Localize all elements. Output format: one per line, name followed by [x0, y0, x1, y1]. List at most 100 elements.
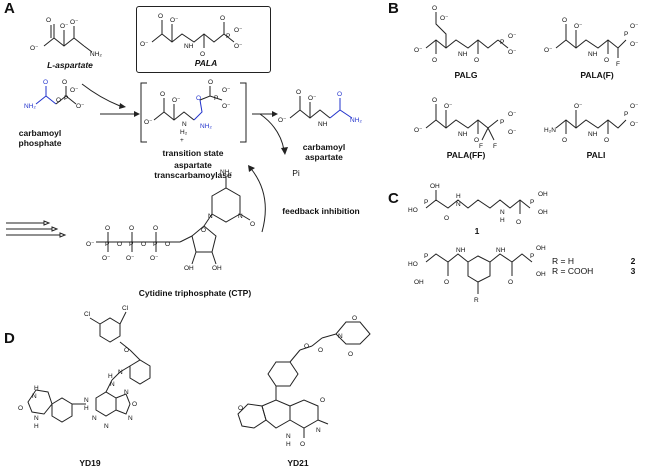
- label-pala-f: PALA(F): [580, 70, 614, 80]
- atom-o: O: [158, 13, 163, 20]
- atom-n: N: [238, 213, 243, 220]
- atom-o: O: [320, 397, 325, 404]
- atom-o: O: [250, 221, 255, 228]
- panel-letter-c: C: [388, 190, 399, 207]
- atom-n: N: [316, 427, 321, 434]
- atom-nh: NH: [458, 51, 468, 58]
- atom-o-minus: O⁻: [60, 23, 69, 30]
- atom-o-minus: O⁻: [544, 47, 553, 54]
- atom-h2: H₂: [180, 129, 188, 136]
- atom-o: O: [444, 279, 449, 286]
- panel-letter-b: B: [388, 0, 399, 17]
- atom-p: P: [500, 119, 504, 126]
- atom-p: P: [624, 111, 628, 118]
- atom-p: P: [424, 199, 428, 206]
- atom-o: O: [129, 225, 134, 232]
- atom-o: O: [220, 15, 225, 22]
- atom-o: O: [160, 91, 165, 98]
- atom-o: O: [337, 91, 342, 98]
- atom-o: O: [105, 225, 110, 232]
- atom-p: P: [129, 241, 133, 248]
- atom-p: P: [624, 31, 628, 38]
- atom-n: N: [110, 381, 115, 388]
- atom-o: O: [238, 405, 243, 412]
- atom-p: P: [105, 241, 109, 248]
- atom-r: R: [474, 297, 479, 304]
- atom-o: O: [304, 343, 309, 350]
- atom-o-minus: O⁻: [102, 255, 111, 262]
- carbamoyl-aspartate-structure: [289, 96, 353, 119]
- label-pi: Pi: [292, 168, 300, 178]
- atom-oh: OH: [430, 183, 440, 190]
- atom-o: O: [474, 57, 479, 64]
- label-compound-1: 1: [474, 226, 480, 236]
- label-product-2: aspartate: [305, 152, 343, 162]
- atom-h: H: [84, 405, 89, 412]
- label-pali: PALI: [586, 150, 606, 160]
- atom-oh: OH: [414, 279, 424, 286]
- atom-oh: OH: [536, 271, 546, 278]
- atom-h: H: [34, 385, 39, 392]
- arrow-pi-release: [259, 113, 285, 151]
- atom-n: N: [182, 121, 187, 128]
- atom-nh2: NH₂: [350, 117, 362, 124]
- atom-p: P: [153, 241, 157, 248]
- atom-o: O: [56, 97, 61, 104]
- label-feedback-inhibition: feedback inhibition: [282, 206, 360, 216]
- panel-letter-a: A: [4, 0, 15, 17]
- atom-o-minus: O⁻: [414, 47, 423, 54]
- atom-n: N: [338, 333, 343, 340]
- atom-o: O: [46, 17, 51, 24]
- atom-oh: OH: [538, 191, 548, 198]
- atom-o: O: [43, 79, 48, 86]
- atom-nh: NH: [588, 51, 598, 58]
- atom-o-minus: O⁻: [630, 23, 639, 30]
- atom-o-minus: O⁻: [414, 127, 423, 134]
- label-yd19: YD19: [79, 458, 101, 468]
- atom-n: N: [84, 397, 89, 404]
- label-l-aspartate: L-aspartate: [47, 60, 93, 70]
- atom-cl: Cl: [84, 311, 91, 318]
- atom-h: H: [500, 217, 505, 224]
- atom-nh: NH: [496, 247, 506, 254]
- atom-ho: HO: [408, 261, 418, 268]
- atom-o-minus: O⁻: [234, 43, 243, 50]
- feedback-inhibition-arrow: [251, 169, 266, 233]
- label-product-1: carbamoyl: [302, 142, 346, 152]
- atom-o: O: [18, 405, 23, 412]
- atom-oh: OH: [536, 245, 546, 252]
- panel-letter-d: D: [4, 330, 15, 347]
- atom-o: O: [117, 241, 122, 248]
- atom-o: O: [562, 17, 567, 24]
- atom-o: O: [141, 241, 146, 248]
- atom-nh2: NH₂: [90, 51, 102, 58]
- atom-o-minus: O⁻: [126, 255, 135, 262]
- atom-o: O: [300, 441, 305, 448]
- atom-o: O: [444, 215, 449, 222]
- label-enzyme-2: transcarbamoylase: [154, 170, 232, 180]
- atom-f: F: [616, 61, 620, 68]
- atom-h: H: [456, 193, 461, 200]
- label-r-h: R = H: [552, 256, 574, 266]
- atom-o-minus: O⁻: [630, 103, 639, 110]
- atom-p: P: [424, 253, 428, 260]
- yd21-structure: [237, 321, 371, 438]
- atom-h: H: [34, 423, 39, 430]
- compound-1-structure: [425, 190, 531, 214]
- pala-f-structure: [555, 24, 627, 58]
- atom-o-minus: O⁻: [150, 255, 159, 262]
- transition-state-structure: [153, 86, 223, 121]
- atom-p: P: [214, 95, 218, 102]
- atom-o: O: [296, 89, 301, 96]
- atom-oh: OH: [212, 265, 222, 272]
- atom-o: O: [432, 57, 437, 64]
- compound-2-3-structure: [425, 253, 533, 294]
- atom-o: O: [348, 351, 353, 358]
- atom-n: N: [456, 201, 461, 208]
- atom-f: F: [479, 143, 483, 150]
- atom-o: O: [165, 241, 170, 248]
- pali-structure: [555, 110, 627, 134]
- atom-o: O: [132, 401, 137, 408]
